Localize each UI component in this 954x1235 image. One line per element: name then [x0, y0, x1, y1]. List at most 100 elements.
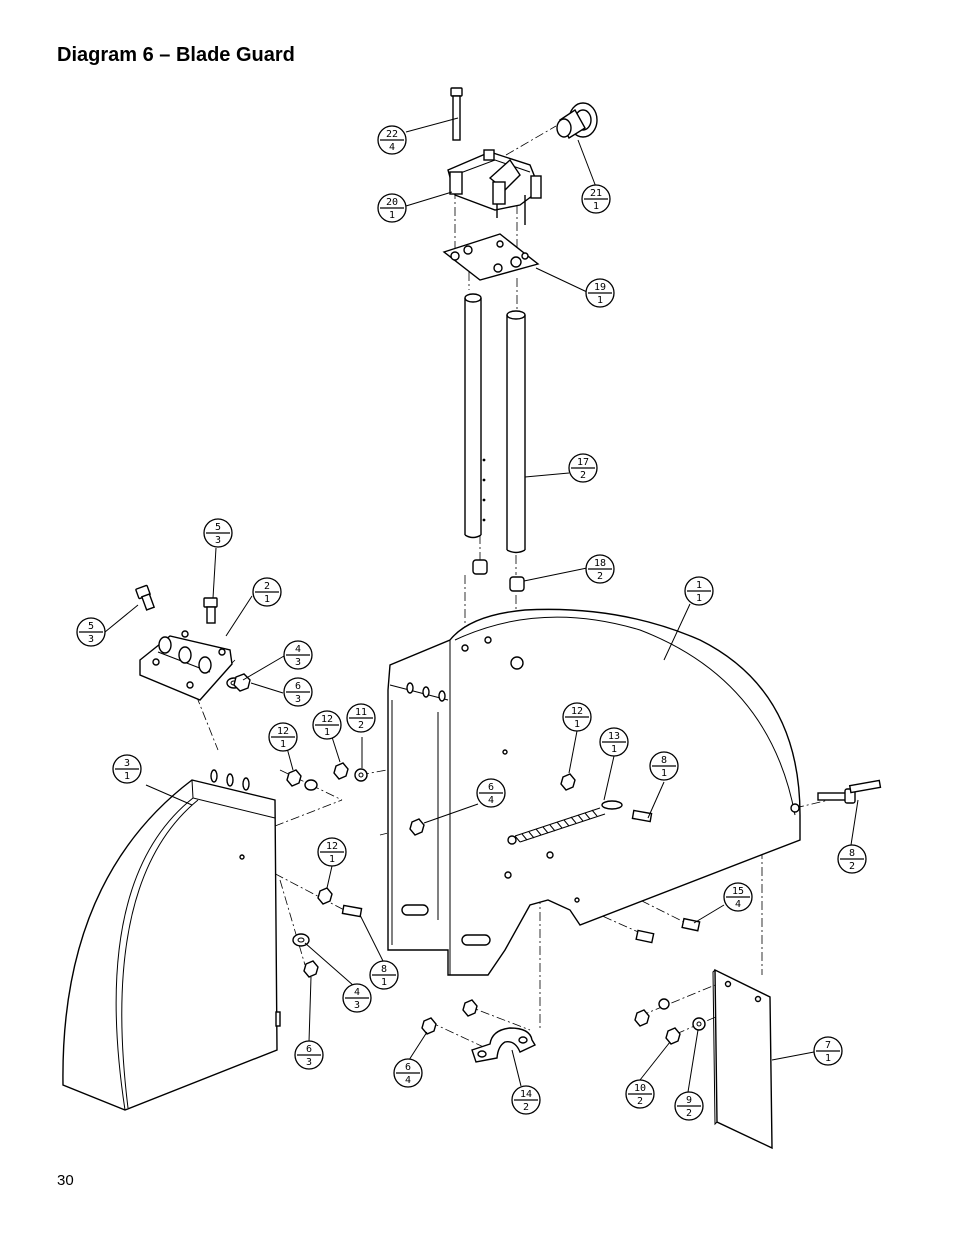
callout-part-number: 7: [825, 1040, 831, 1051]
callout-quantity: 1: [593, 201, 599, 212]
callout-part-number: 6: [405, 1062, 411, 1073]
callout-balloon: 64: [476, 778, 506, 808]
plate-part-19: [442, 233, 540, 281]
callout-part-number: 8: [381, 964, 387, 975]
callout-part-number: 8: [661, 755, 667, 766]
bolt-part-5: [135, 584, 218, 624]
callout-balloon: 102: [625, 1079, 655, 1109]
callout-balloon: 53: [76, 617, 106, 647]
callout-part-number: 4: [295, 644, 301, 655]
pipe-clamp-part-14: [471, 1027, 536, 1063]
callout-quantity: 2: [580, 470, 586, 481]
bolt-part-22: [450, 87, 463, 141]
page-title: Diagram 6 – Blade Guard: [57, 44, 295, 66]
callout-balloon: 11: [684, 576, 714, 606]
callout-balloon: 191: [585, 278, 615, 308]
callout-part-number: 13: [608, 731, 620, 742]
callout-quantity: 3: [306, 1057, 312, 1068]
callout-part-number: 3: [124, 758, 130, 769]
callout-balloon: 121: [562, 702, 592, 732]
callout-part-number: 12: [277, 726, 289, 737]
callout-balloon: 63: [283, 677, 313, 707]
callout-leaders: [104, 117, 859, 1093]
callout-quantity: 1: [389, 210, 395, 221]
callout-quantity: 1: [264, 594, 270, 605]
callout-balloon: 112: [346, 703, 376, 733]
callout-quantity: 1: [574, 719, 580, 730]
callout-part-number: 4: [354, 987, 360, 998]
callout-part-number: 12: [571, 706, 583, 717]
callout-balloon: 131: [599, 727, 629, 757]
callout-quantity: 3: [354, 1000, 360, 1011]
callout-balloon: 71: [813, 1036, 843, 1066]
callout-layer: 2242012111911721825353214363111211211121…: [76, 125, 867, 1121]
callout-quantity: 4: [389, 142, 395, 153]
callout-quantity: 1: [381, 977, 387, 988]
callout-balloon: 21: [252, 577, 282, 607]
callout-quantity: 4: [735, 899, 741, 910]
callout-part-number: 12: [321, 714, 333, 725]
callout-quantity: 2: [523, 1102, 529, 1113]
callout-quantity: 2: [597, 571, 603, 582]
callout-balloon: 121: [312, 710, 342, 740]
callout-part-number: 10: [634, 1083, 646, 1094]
callout-part-number: 12: [326, 841, 338, 852]
callout-balloon: 224: [377, 125, 407, 155]
callout-quantity: 1: [329, 854, 335, 865]
flap-part-7: [712, 968, 773, 1150]
callout-part-number: 6: [306, 1044, 312, 1055]
callout-quantity: 1: [696, 593, 702, 604]
callout-quantity: 3: [88, 634, 94, 645]
callout-balloon: 43: [283, 640, 313, 670]
callout-part-number: 21: [590, 188, 602, 199]
callout-quantity: 1: [825, 1053, 831, 1064]
callout-part-number: 14: [520, 1089, 532, 1100]
callout-quantity: 2: [637, 1096, 643, 1107]
callout-quantity: 3: [295, 657, 301, 668]
page-number: 30: [57, 1172, 74, 1189]
callout-part-number: 2: [264, 581, 270, 592]
callout-balloon: 64: [393, 1058, 423, 1088]
spacers-part-18: [472, 559, 525, 592]
callout-part-number: 18: [594, 558, 606, 569]
callout-balloon: 81: [369, 960, 399, 990]
callout-balloon: 172: [568, 453, 598, 483]
callout-part-number: 15: [732, 886, 744, 897]
callout-balloon: 31: [112, 754, 142, 784]
callout-quantity: 2: [358, 720, 364, 731]
callout-quantity: 4: [488, 795, 494, 806]
callout-quantity: 2: [686, 1108, 692, 1119]
callout-balloon: 43: [342, 983, 372, 1013]
callout-balloon: 81: [649, 751, 679, 781]
callout-balloon: 154: [723, 882, 753, 912]
callout-part-number: 1: [696, 580, 702, 591]
callout-part-number: 5: [88, 621, 94, 632]
tubes-part-17: [464, 293, 526, 554]
callout-quantity: 2: [849, 861, 855, 872]
callout-balloon: 211: [581, 184, 611, 214]
callout-part-number: 6: [295, 681, 301, 692]
spring-part-13: [507, 800, 623, 845]
callout-quantity: 1: [661, 768, 667, 779]
callout-quantity: 1: [280, 739, 286, 750]
hinge-part-2: [139, 630, 233, 701]
callout-part-number: 6: [488, 782, 494, 793]
callout-quantity: 3: [215, 535, 221, 546]
callout-balloon: 63: [294, 1040, 324, 1070]
callout-part-number: 17: [577, 457, 589, 468]
callout-part-number: 19: [594, 282, 606, 293]
callout-balloon: 82: [837, 844, 867, 874]
callout-part-number: 9: [686, 1095, 692, 1106]
callout-balloon: 201: [377, 193, 407, 223]
callout-quantity: 4: [405, 1075, 411, 1086]
callout-balloon: 92: [674, 1091, 704, 1121]
side-cover-part-3: [62, 769, 281, 1111]
nut-washer-hardware: [226, 673, 882, 1045]
callout-part-number: 8: [849, 848, 855, 859]
callout-quantity: 1: [597, 295, 603, 306]
callout-part-number: 11: [355, 707, 367, 718]
callout-balloon: 182: [585, 554, 615, 584]
callout-part-number: 5: [215, 522, 221, 533]
callout-part-number: 20: [386, 197, 398, 208]
